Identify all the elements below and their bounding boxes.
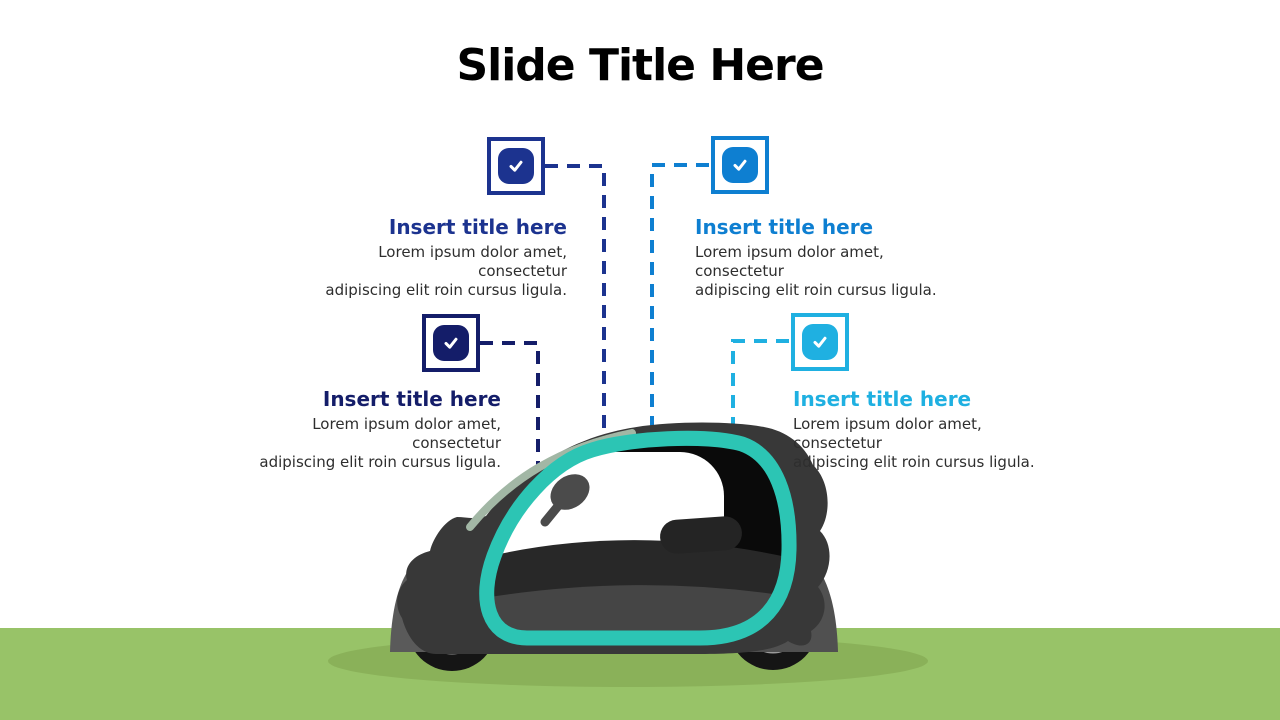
slide-title: Slide Title Here [456,40,824,91]
callout-body: Lorem ipsum dolor amet, consectetur adip… [259,415,501,471]
callout-top-left-text: Insert title here Lorem ipsum dolor amet… [287,216,567,300]
callout-middle-right-text: Insert title here Lorem ipsum dolor amet… [793,388,1073,472]
connector-middle-right [731,339,789,448]
steering-handle [540,474,590,527]
callout-title: Insert title here [695,215,874,239]
callout-body: Lorem ipsum dolor amet, consectetur adip… [793,415,1035,471]
callout-title: Insert title here [388,215,567,239]
callout-title: Insert title here [322,387,501,411]
callout-top-right-icon-box [711,136,769,194]
callout-middle-left-text: Insert title here Lorem ipsum dolor amet… [221,388,501,472]
connector-top-left [545,164,606,448]
callout-title: Insert title here [793,387,972,411]
check-icon [722,147,758,183]
callout-body: Lorem ipsum dolor amet, consectetur adip… [325,243,567,299]
connector-top-right [650,163,709,448]
connector-middle-left [480,341,540,505]
door-recess [660,516,742,554]
callout-top-right-text: Insert title here Lorem ipsum dolor amet… [695,216,975,300]
callout-body: Lorem ipsum dolor amet, consectetur adip… [695,243,937,299]
callout-middle-right-icon-box [791,313,849,371]
check-icon [498,148,534,184]
check-icon [802,324,838,360]
callout-top-left-icon-box [487,137,545,195]
cabin-frame-teal [479,430,797,646]
electric-car-illustration [390,422,838,671]
callout-middle-left-icon-box [422,314,480,372]
check-icon [433,325,469,361]
